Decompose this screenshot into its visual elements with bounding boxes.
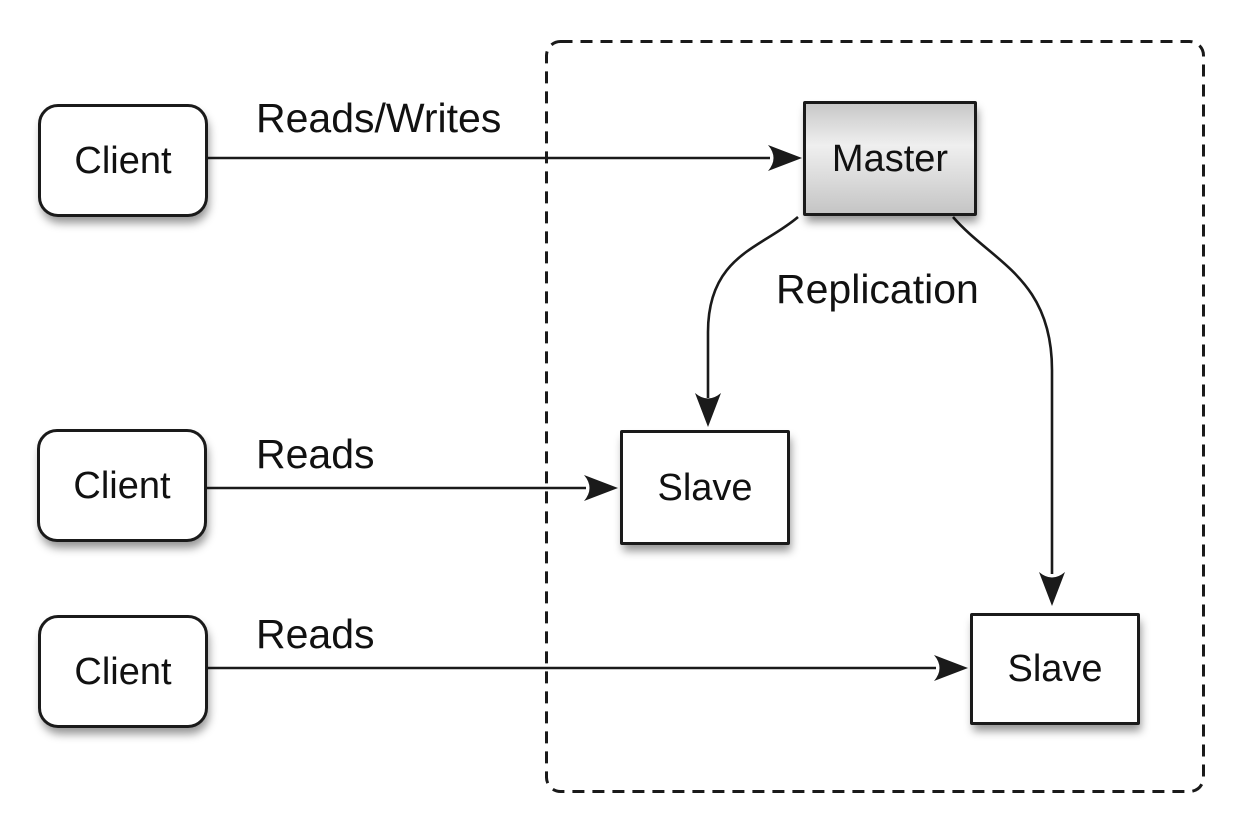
- client-node-top-label: Client: [74, 139, 172, 182]
- reads-writes-label: Reads/Writes: [256, 95, 502, 141]
- replication-label: Replication: [776, 266, 979, 312]
- client-node-middle: Client: [37, 429, 207, 542]
- reads-bottom-arrowhead-icon: [934, 655, 968, 681]
- reads-writes-arrowhead-icon: [768, 145, 802, 171]
- master-node-label: Master: [831, 137, 949, 180]
- client-node-middle-label: Client: [73, 464, 171, 507]
- master-node: Master: [803, 101, 977, 216]
- reads-middle-label: Reads: [256, 431, 375, 477]
- reads-middle-arrowhead-icon: [584, 475, 618, 501]
- edge-replication-left: [695, 216, 799, 427]
- slave-node-right: Slave: [970, 613, 1140, 725]
- slave-node-left-label: Slave: [657, 466, 753, 509]
- edge-reads-writes: [208, 145, 802, 171]
- client-node-top: Client: [38, 104, 208, 217]
- reads-bottom-label: Reads: [256, 611, 375, 657]
- replication-left-arrowhead-icon: [695, 393, 721, 427]
- slave-node-left: Slave: [620, 430, 790, 545]
- replication-right-arrowhead-icon: [1039, 572, 1065, 606]
- client-node-bottom: Client: [38, 615, 208, 728]
- slave-node-right-label: Slave: [1007, 648, 1103, 690]
- edge-reads-middle: [207, 475, 618, 501]
- edge-reads-bottom: [205, 655, 968, 681]
- client-node-bottom-label: Client: [74, 650, 172, 693]
